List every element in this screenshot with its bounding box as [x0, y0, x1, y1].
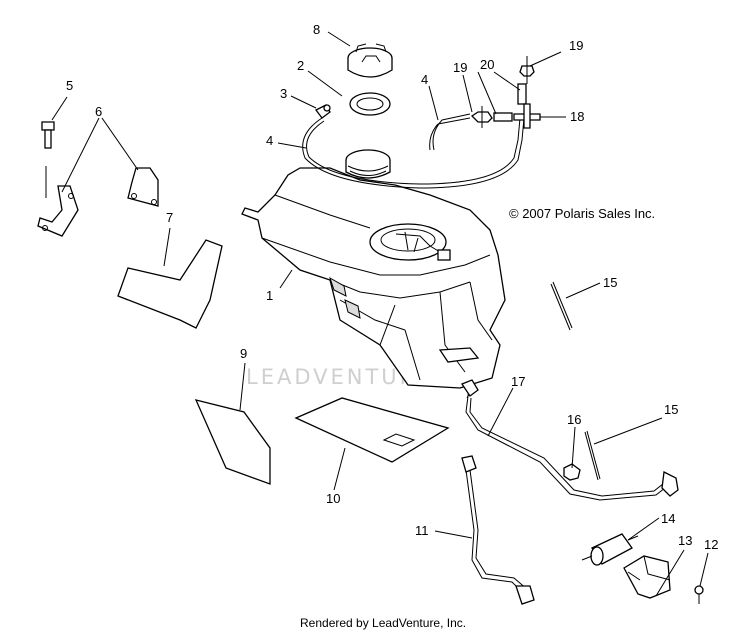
tee-fitting: [513, 103, 541, 129]
bolt: [41, 121, 55, 198]
rod-2: [584, 430, 601, 481]
callout-16: 16: [567, 412, 581, 427]
fuel-line: [461, 379, 679, 501]
callout-14: 14: [661, 511, 675, 526]
fuel-tank: [241, 149, 506, 389]
footer-credit: Rendered by LeadVenture, Inc.: [300, 616, 466, 630]
callout-19-right: 19: [569, 38, 583, 53]
vent-hose: [302, 117, 525, 189]
callout-19-left: 19: [453, 60, 467, 75]
bracket-left: [37, 185, 79, 237]
heat-shield-panel: [294, 397, 450, 463]
callout-2: 2: [297, 58, 304, 73]
rod: [550, 281, 573, 331]
callout-1: 1: [266, 288, 273, 303]
hose-clamp: [315, 104, 331, 119]
callout-18: 18: [570, 109, 584, 124]
fuel-filter: [581, 533, 639, 566]
vent-hose-2: [306, 117, 521, 185]
copyright-text: © 2007 Polaris Sales Inc.: [509, 206, 655, 221]
callout-8: 8: [313, 22, 320, 37]
foam-pad: [117, 239, 223, 329]
callout-3: 3: [280, 86, 287, 101]
callout-12: 12: [704, 537, 718, 552]
callout-20: 20: [480, 57, 494, 72]
callout-15-lower: 15: [664, 402, 678, 417]
bracket-right: [127, 167, 159, 207]
hose-segment-2: [517, 83, 527, 105]
fuel-line-2: [461, 455, 535, 605]
fuel-cap: [347, 43, 393, 78]
hose-segment: [493, 112, 513, 122]
callout-4: 4: [266, 133, 273, 148]
screw: [694, 585, 704, 604]
callout-6: 6: [95, 104, 102, 119]
check-valve: [470, 106, 493, 128]
callout-5: 5: [66, 78, 73, 93]
check-valve-2: [519, 56, 535, 84]
callout-labels: 1 2 3 4 4 5 6 7 8 9 10 11 12 13 14 15 15…: [66, 22, 718, 552]
callout-9: 9: [240, 346, 247, 361]
filter-bracket: [623, 555, 671, 599]
callout-4-upper: 4: [421, 72, 428, 87]
vent-hose-upper-2: [437, 113, 471, 125]
leader-lines: [51, 31, 709, 597]
callout-11: 11: [415, 523, 429, 538]
callout-15: 15: [603, 275, 617, 290]
vent-hose-upper: [429, 119, 443, 151]
callout-7: 7: [166, 210, 173, 225]
gasket: [349, 92, 391, 116]
callout-17: 17: [511, 374, 525, 389]
callout-13: 13: [678, 533, 692, 548]
insulation-pad: [194, 399, 271, 485]
callout-10: 10: [326, 491, 340, 506]
